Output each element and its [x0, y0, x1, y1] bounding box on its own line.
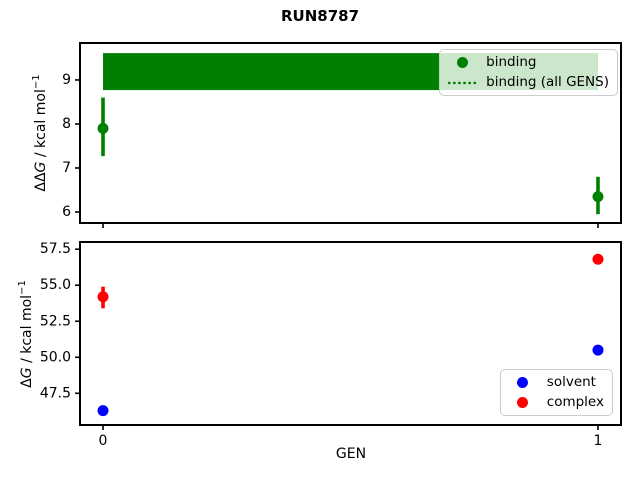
ytick-label: 47.5: [40, 385, 71, 401]
bottom-plot-area: 47.5 50.0 52.5 55.0 57.5 0 1: [40, 241, 622, 449]
point-binding: [592, 191, 604, 203]
ytick-label: 52.5: [40, 313, 71, 329]
dotted-line-icon: [447, 81, 477, 84]
legend-item-binding-all-gens: binding (all GENS): [447, 73, 609, 92]
ytick-label: 55.0: [40, 277, 71, 293]
axes-frame: [79, 42, 622, 224]
solvent-dot-icon: [517, 377, 529, 388]
legend-label-complex: complex: [546, 394, 604, 410]
binding-dot-icon: [456, 57, 468, 68]
ytick-label: 9: [62, 72, 71, 88]
legend-label-binding-all-gens: binding (all GENS): [486, 74, 609, 90]
legend-item-solvent: solvent: [508, 373, 604, 392]
point-complex: [592, 253, 604, 265]
legend-item-binding: binding: [447, 53, 609, 72]
legend-label-binding: binding: [486, 54, 537, 70]
axes-bottom: 47.5 50.0 52.5 55.0 57.5 0 1 solvent complex: [40, 241, 622, 449]
xtick-label: 0: [99, 433, 108, 449]
complex-dot-icon: [517, 397, 529, 408]
ytick-label: 50.0: [40, 349, 71, 365]
figure-title: RUN8787: [280, 7, 360, 25]
legend-label-solvent: solvent: [546, 374, 596, 390]
legend-top: binding binding (all GENS): [439, 49, 618, 96]
ytick-label: 57.5: [40, 241, 71, 257]
ytick-label: 8: [62, 116, 71, 132]
point-complex: [97, 291, 109, 303]
point-binding: [97, 122, 109, 134]
point-solvent: [592, 344, 604, 356]
xtick-label: 1: [594, 433, 603, 449]
legend-bottom: solvent complex: [499, 369, 613, 416]
axes-frame: [79, 241, 622, 426]
axes-top: 6 7 8 9 binding binding (all GENS): [62, 42, 622, 228]
ytick-label: 6: [62, 204, 71, 220]
legend-item-complex: complex: [508, 393, 604, 412]
ylabel-dg: ΔG / kcal mol−1: [17, 280, 35, 388]
point-solvent: [97, 405, 109, 417]
xlabel-gen: GEN: [335, 446, 367, 462]
ytick-label: 7: [62, 160, 71, 176]
ylabel-ddg: ΔΔG / kcal mol−1: [31, 74, 49, 192]
